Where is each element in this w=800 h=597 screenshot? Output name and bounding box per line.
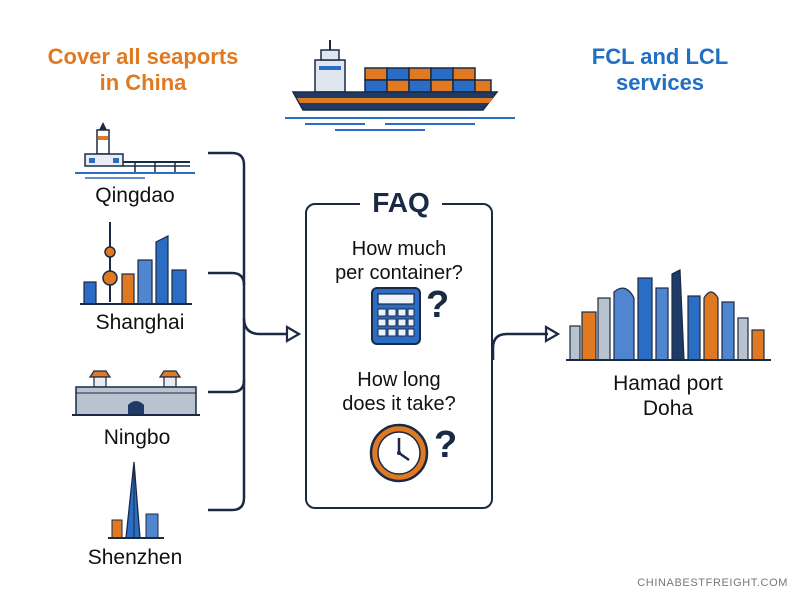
destination-line2: Doha xyxy=(642,397,694,420)
faq-q2-line2: does it take? xyxy=(342,393,456,415)
calculator-icon xyxy=(371,287,421,345)
port-ningbo: Ningbo xyxy=(103,426,171,449)
question-mark-icon: ? xyxy=(434,424,458,466)
port-qingdao: Qingdao xyxy=(95,184,175,207)
city-wall-gate-icon xyxy=(72,370,200,416)
faq-q1-line2: per container? xyxy=(335,262,463,284)
header-right-line2: services xyxy=(615,70,705,95)
faq-q2-line1: How long xyxy=(357,369,441,391)
header-left-line1: Cover all seaports xyxy=(47,44,239,69)
cargo-ship-icon xyxy=(285,40,515,131)
faq-q1-line1: How much xyxy=(351,238,447,260)
header-right: FCL and LCL services xyxy=(560,44,760,96)
port-shenzhen: Shenzhen xyxy=(87,546,183,569)
header-left-line2: in China xyxy=(99,70,187,95)
shanghai-skyline-icon xyxy=(80,222,192,305)
question-mark-icon: ? xyxy=(426,284,450,326)
faq-question-cost: How much per container? xyxy=(305,237,493,285)
footer-watermark: CHINABESTFREIGHT.COM xyxy=(637,577,788,589)
faq-question-time: How long does it take? xyxy=(305,368,493,416)
doha-skyline-icon xyxy=(566,269,771,361)
destination-line1: Hamad port xyxy=(613,372,723,395)
header-right-line1: FCL and LCL xyxy=(591,44,729,69)
skyscraper-icon xyxy=(108,461,164,539)
lighthouse-pier-icon xyxy=(75,122,195,179)
faq-title: FAQ xyxy=(360,185,442,221)
header-left: Cover all seaports in China xyxy=(28,44,258,96)
destination-label: Hamad port Doha xyxy=(568,371,768,421)
port-shanghai: Shanghai xyxy=(95,311,185,334)
clock-icon xyxy=(369,423,429,483)
